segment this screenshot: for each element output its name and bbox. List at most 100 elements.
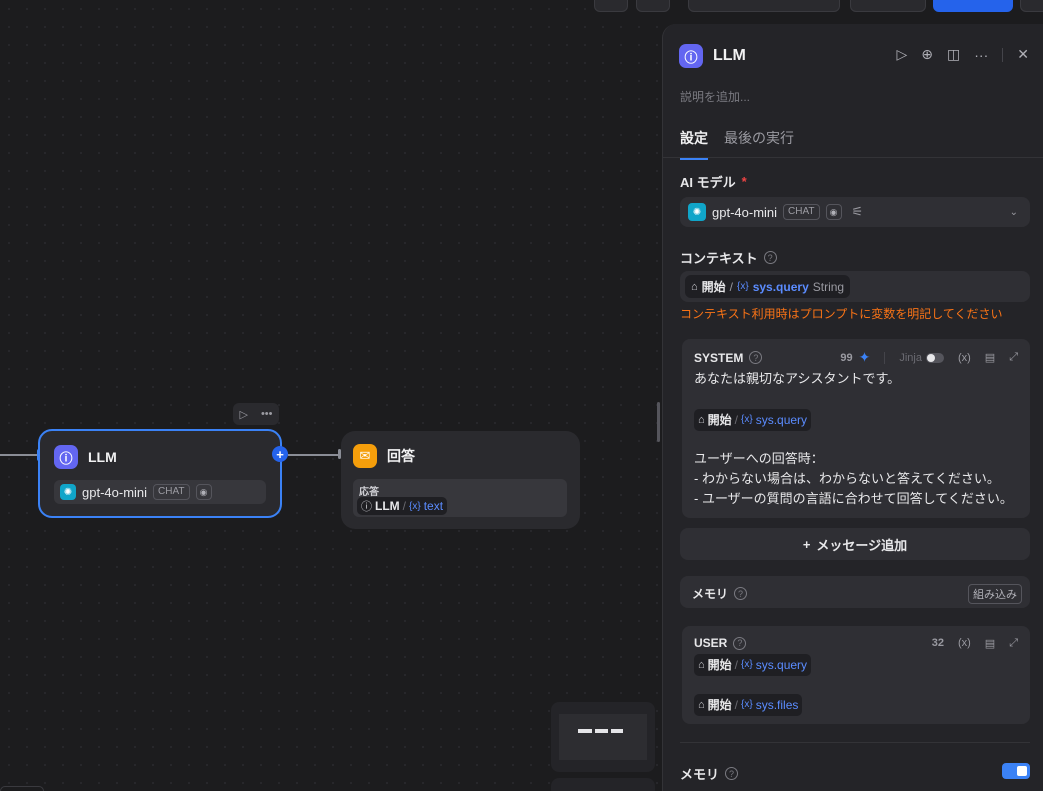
insert-variable-icon[interactable]: (x) — [957, 351, 971, 364]
minimap-node-1 — [578, 729, 592, 733]
tab-last-run[interactable]: 最後の実行 — [724, 130, 794, 146]
system-line-3: ユーザーへの回答時： — [694, 451, 824, 466]
insert-variable-icon[interactable]: (x) — [957, 637, 971, 649]
system-line-5: - ユーザーの質問の言語に合わせて回答してください。 — [694, 491, 1013, 506]
variable-icon: {x} — [737, 281, 749, 292]
node-config-panel: ⓘ LLM ▷ ⊕ ◫ ··· ✕ 説明を追加... 設定 最後の実行 AI モ… — [662, 24, 1043, 791]
panel-tabs: 設定 最後の実行 — [680, 128, 794, 160]
close-icon[interactable]: ✕ — [1017, 46, 1029, 62]
toolbar-button-stub-2[interactable] — [636, 0, 670, 12]
panel-title[interactable]: LLM — [713, 47, 746, 64]
book-icon[interactable]: ◫ — [947, 46, 961, 62]
tab-settings[interactable]: 設定 — [680, 128, 708, 160]
workflow-canvas[interactable] — [0, 0, 662, 791]
publish-button-stub[interactable] — [933, 0, 1013, 12]
system-var-chip[interactable]: ⌂ 開始 / {x} sys.query — [694, 409, 812, 431]
toolbar-group-stub[interactable] — [688, 0, 840, 12]
token-count: 99 — [840, 351, 853, 364]
system-message-tools: 99 ✦ Jinja (x) ▤ ⤢ — [840, 349, 1018, 366]
memory-toggle[interactable] — [1002, 763, 1030, 779]
answer-node-header: ✉ 回答 — [353, 444, 415, 468]
toolbar-button-stub-4[interactable] — [1020, 0, 1043, 12]
description-input[interactable]: 説明を追加... — [680, 90, 751, 104]
user-message-box[interactable]: USER ? 32 (x) ▤ ⤢ ⌂ 開始 / {x} sys.query — [682, 626, 1030, 724]
answer-var-chip: ⓘ LLM / {x} text — [357, 497, 448, 515]
run-icon[interactable]: ▷ — [896, 46, 908, 62]
system-message-header: SYSTEM ? 99 ✦ Jinja (x) ▤ ⤢ — [694, 349, 1018, 366]
var-sep: / — [402, 499, 406, 513]
help-icon[interactable]: ? — [763, 251, 777, 264]
help-icon[interactable]: ? — [749, 351, 763, 364]
bottom-left-control[interactable] — [0, 786, 44, 791]
jinja-toggle[interactable]: Jinja — [899, 352, 944, 364]
vision-icon: ◉ — [825, 204, 842, 220]
expand-icon[interactable]: ⤢ — [1009, 636, 1018, 649]
help-icon[interactable]: ? — [733, 636, 747, 650]
toolbar-button-stub-3[interactable] — [850, 0, 926, 12]
clipboard-icon[interactable]: ▤ — [984, 352, 996, 364]
more-icon[interactable]: ••• — [260, 408, 273, 420]
var-name: text — [423, 499, 444, 513]
params-icon[interactable]: ⚟ — [851, 204, 864, 219]
add-message-label: メッセージ追加 — [816, 537, 908, 553]
add-next-node-icon[interactable]: + — [272, 446, 288, 462]
user-var-chip-2[interactable]: ⌂ 開始 / {x} sys.files — [694, 694, 803, 716]
locate-icon[interactable]: ⊕ — [921, 46, 934, 62]
answer-node[interactable]: ✉ 回答 応答 ⓘ LLM / {x} text — [341, 431, 580, 529]
panel-resize-handle[interactable] — [657, 402, 660, 442]
chevron-down-icon[interactable]: ⌄ — [1009, 206, 1018, 218]
var-name: sys.query — [755, 658, 808, 672]
context-var-chip[interactable]: ⌂ 開始 / {x} sys.query String — [685, 275, 851, 298]
answer-output-field: 応答 ⓘ LLM / {x} text — [353, 479, 567, 517]
help-icon[interactable]: ? — [725, 767, 739, 780]
jinja-switch[interactable] — [925, 352, 944, 363]
minimap[interactable] — [551, 702, 655, 772]
system-role-label: SYSTEM — [694, 350, 744, 365]
toolbar-button-stub-1[interactable] — [594, 0, 628, 12]
system-line-4: - わからない場合は、わからないと答えてください。 — [694, 471, 1000, 486]
minimap-node-2 — [595, 729, 608, 733]
var-name: sys.query — [752, 279, 809, 294]
expand-icon[interactable]: ⤢ — [1009, 351, 1018, 363]
var-name: sys.files — [755, 698, 799, 712]
var-source: 開始 — [707, 658, 732, 672]
system-blank-line — [694, 429, 1018, 449]
answer-input-handle[interactable] — [338, 449, 341, 459]
user-var-chip-1[interactable]: ⌂ 開始 / {x} sys.query — [694, 654, 812, 676]
model-selector[interactable]: ✺ gpt-4o-mini CHAT ◉ ⚟ ⌄ — [680, 197, 1030, 227]
system-message-body[interactable]: あなたは親切なアシスタントです。 ⌂ 開始 / {x} sys.query ユー… — [694, 369, 1018, 509]
context-label-text: コンテキスト — [680, 251, 758, 266]
minimap-node-3 — [611, 729, 623, 733]
context-label: コンテキスト ? — [680, 248, 777, 267]
run-node-icon[interactable]: ▷ — [239, 408, 248, 421]
llm-node[interactable]: ⓘ LLM ✺ gpt-4o-mini CHAT ◉ — [38, 429, 282, 518]
llm-icon: ⓘ — [679, 44, 703, 68]
memory-row[interactable]: メモリ ? 組み込み — [680, 576, 1030, 608]
context-field[interactable]: ⌂ 開始 / {x} sys.query String — [680, 271, 1030, 302]
zoom-controls[interactable] — [551, 778, 655, 791]
memory-row-title: メモリ ? — [692, 585, 748, 602]
system-message-box[interactable]: SYSTEM ? 99 ✦ Jinja (x) ▤ ⤢ あなたは親切なアシスタン… — [682, 339, 1030, 518]
var-sep: / — [734, 698, 739, 712]
more-icon[interactable]: ··· — [974, 46, 989, 63]
help-icon[interactable]: ? — [734, 587, 748, 600]
jinja-label: Jinja — [899, 351, 922, 364]
var-source: 開始 — [701, 280, 726, 294]
var-source: LLM — [375, 499, 400, 513]
edge-incoming — [0, 454, 40, 456]
clipboard-icon[interactable]: ▤ — [984, 637, 996, 650]
sparkle-icon[interactable]: ✦ — [858, 349, 871, 365]
model-label-text: AI モデル — [680, 175, 736, 190]
add-message-button[interactable]: + メッセージ追加 — [680, 528, 1030, 560]
variable-icon: {x} — [741, 414, 753, 425]
user-message-header: USER ? 32 (x) ▤ ⤢ — [694, 636, 1018, 650]
llm-icon: ⓘ — [54, 445, 78, 469]
llm-node-model-name: gpt-4o-mini — [82, 484, 148, 500]
user-role-label: USER — [694, 636, 728, 650]
user-message-tools: 32 (x) ▤ ⤢ — [932, 637, 1018, 650]
model-name: gpt-4o-mini — [712, 204, 778, 220]
user-message-body[interactable]: ⌂ 開始 / {x} sys.query ⌂ 開始 / {x} sys.file… — [694, 654, 1018, 716]
minimap-viewport — [559, 714, 647, 760]
edge-llm-to-answer[interactable] — [288, 454, 340, 456]
var-type: String — [812, 279, 845, 294]
